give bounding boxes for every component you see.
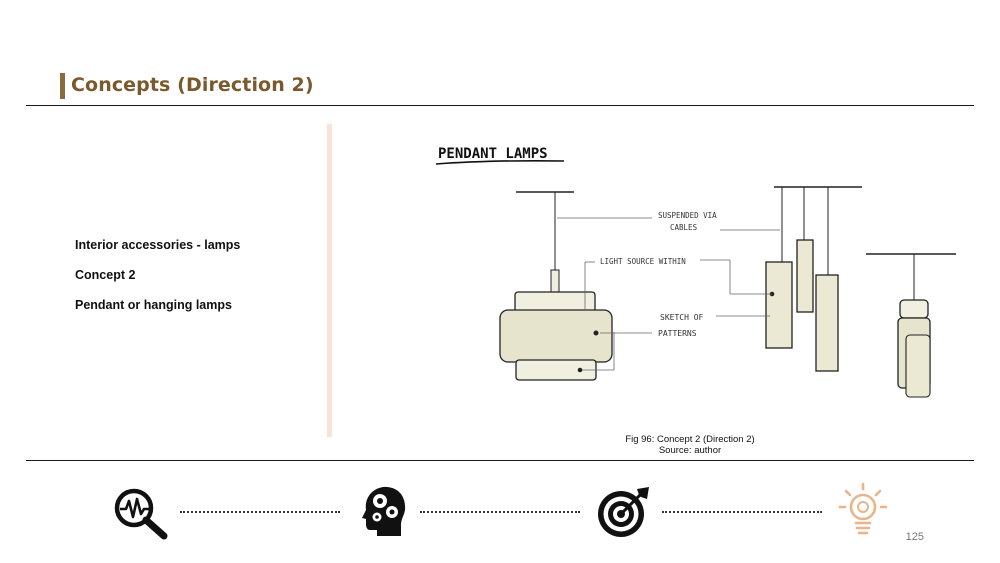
magnifier-analysis-icon [114, 488, 168, 540]
page-title: Concepts (Direction 2) [71, 74, 314, 96]
side-text-item: Pendant or hanging lamps [75, 298, 232, 312]
cylinder-pendant-lamp [866, 253, 956, 398]
footer-dotted-line [662, 511, 822, 513]
head-gears-icon [362, 486, 406, 536]
side-text-item: Concept 2 [75, 268, 136, 282]
page-number: 125 [905, 531, 924, 543]
footer-rule [26, 460, 974, 461]
side-text-item: Interior accessories - lamps [75, 238, 241, 252]
pendant-lamps-sketch: PENDANT LAMPS [435, 146, 956, 398]
annotation-text: PATTERNS [658, 329, 697, 338]
figure-caption-source: Source: author [658, 445, 722, 456]
footer-dotted-line [420, 511, 580, 513]
annotation-text: CABLES [670, 223, 698, 232]
vertical-divider [327, 124, 332, 437]
side-text: Interior accessories - lamps Concept 2 P… [75, 238, 240, 328]
sketch-heading: PENDANT LAMPS [438, 146, 548, 162]
annotation-text: SUSPENDED VIA [658, 211, 717, 220]
title-accent-bar [60, 73, 65, 99]
figure-caption-title: Fig 96: Concept 2 (Direction 2) [625, 434, 755, 445]
sketch-annotations [557, 217, 780, 371]
lightbulb-icon [838, 482, 888, 535]
annotation-text: LIGHT SOURCE WITHIN [600, 257, 686, 266]
cluster-pendant-lamp [765, 186, 862, 372]
annotation-text: SKETCH OF [660, 313, 704, 322]
drum-pendant-lamp [499, 191, 613, 381]
footer-dotted-line [180, 511, 340, 513]
figure-caption: Fig 96: Concept 2 (Direction 2) Source: … [540, 434, 840, 456]
header-rule [26, 105, 974, 106]
target-icon [598, 487, 649, 537]
